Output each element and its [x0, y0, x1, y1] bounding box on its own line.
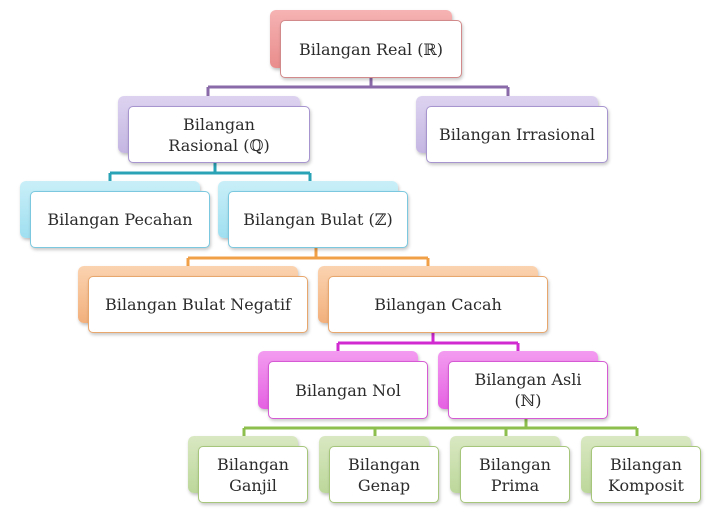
node-label: Bilangan Rasional (ℚ) [168, 114, 270, 155]
connector-real-children [206, 78, 510, 96]
connector-asli-children [242, 419, 639, 436]
connector-rasional-children [108, 163, 312, 181]
connector-bulat-children [186, 248, 430, 266]
node-label: Bilangan Genap [348, 454, 420, 495]
node-label: Bilangan Komposit [608, 454, 684, 495]
connector-cacah-children [336, 333, 520, 351]
node-label: Bilangan Prima [479, 454, 551, 495]
node-label: Bilangan Pecahan [47, 210, 193, 229]
node-label: Bilangan Ganjil [217, 454, 289, 495]
node-label: Bilangan Nol [295, 380, 401, 400]
node-label: Bilangan Real (ℝ) [298, 39, 444, 59]
node-label: Bilangan Cacah [374, 295, 502, 314]
node-label: Bilangan Asli (ℕ) [474, 370, 582, 410]
node-label: Bilangan Irrasional [438, 125, 596, 144]
node-label: Bilangan Bulat (ℤ) [243, 210, 393, 229]
node-label: Bilangan Bulat Negatif [105, 295, 291, 314]
